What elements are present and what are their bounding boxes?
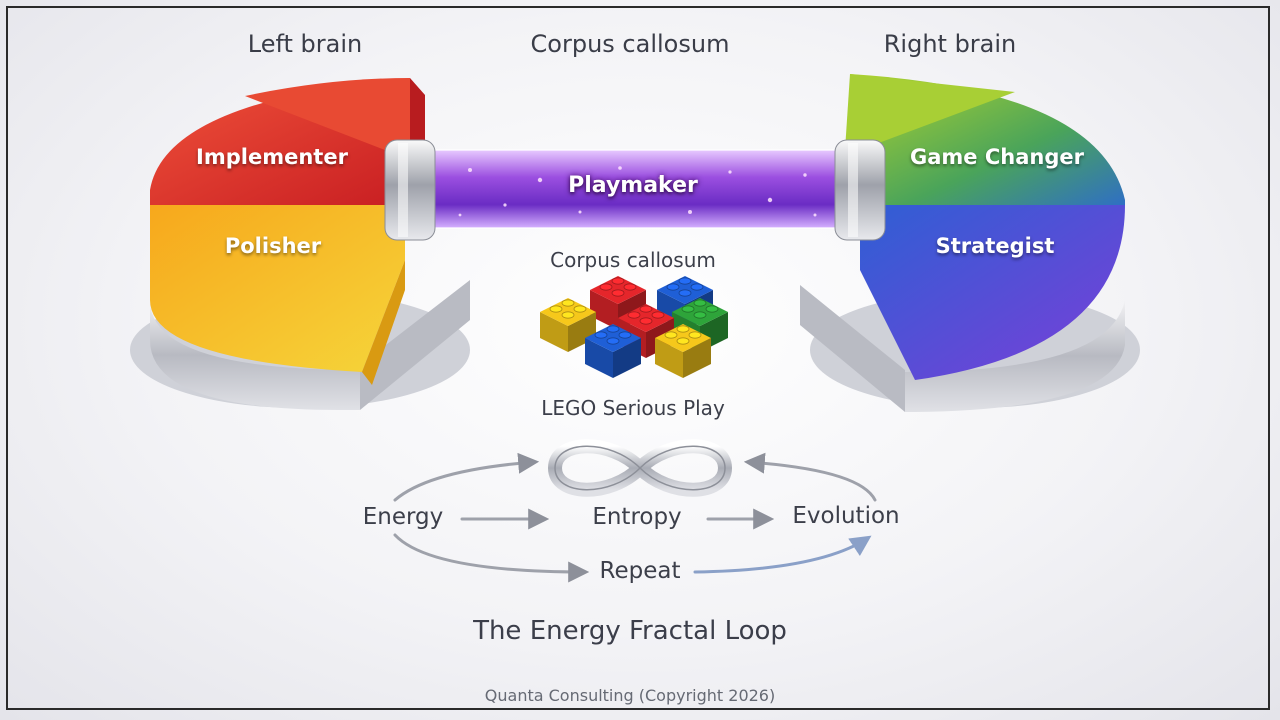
arrow-bottom-right bbox=[693, 535, 872, 574]
loop-step-energy: Energy bbox=[362, 504, 444, 530]
loop-step-entropy: Entropy bbox=[592, 504, 682, 530]
label-playmaker: Playmaker bbox=[568, 173, 698, 198]
lego-bricks bbox=[540, 276, 728, 378]
loop-repeat: Repeat bbox=[599, 558, 681, 584]
loop-step-evolution: Evolution bbox=[792, 503, 900, 529]
header-corpus-callosum: Corpus callosum bbox=[530, 30, 730, 58]
loop-arrows bbox=[393, 452, 877, 583]
infinity-icon bbox=[547, 439, 733, 497]
playmaker-bridge bbox=[384, 139, 886, 241]
lego-brick-yellow-left bbox=[540, 298, 596, 352]
right-brain-hemisphere bbox=[800, 74, 1140, 412]
label-game-changer: Game Changer bbox=[910, 145, 1084, 169]
tube-sparkles bbox=[458, 166, 817, 217]
header-right-brain: Right brain bbox=[883, 30, 1017, 58]
arrow-bottom-left bbox=[393, 533, 590, 583]
label-strategist: Strategist bbox=[935, 234, 1055, 258]
header-left-brain: Left brain bbox=[247, 30, 363, 58]
arrow-top-left bbox=[393, 452, 540, 502]
left-brain-bottom-segment bbox=[150, 205, 405, 372]
arrow-top-right bbox=[743, 452, 877, 502]
label-implementer: Implementer bbox=[196, 145, 348, 169]
lego-brick-yellow-front bbox=[655, 324, 711, 378]
lego-caption: LEGO Serious Play bbox=[541, 396, 725, 420]
diagram-title: The Energy Fractal Loop bbox=[473, 616, 787, 646]
lego-brick-blue-front bbox=[585, 324, 641, 378]
left-brain-hemisphere bbox=[130, 78, 470, 410]
footer-copyright: Quanta Consulting (Copyright 2026) bbox=[484, 686, 776, 705]
right-brain-bottom-segment bbox=[860, 205, 1125, 380]
label-polisher: Polisher bbox=[224, 234, 322, 258]
bridge-caption: Corpus callosum bbox=[550, 248, 716, 272]
